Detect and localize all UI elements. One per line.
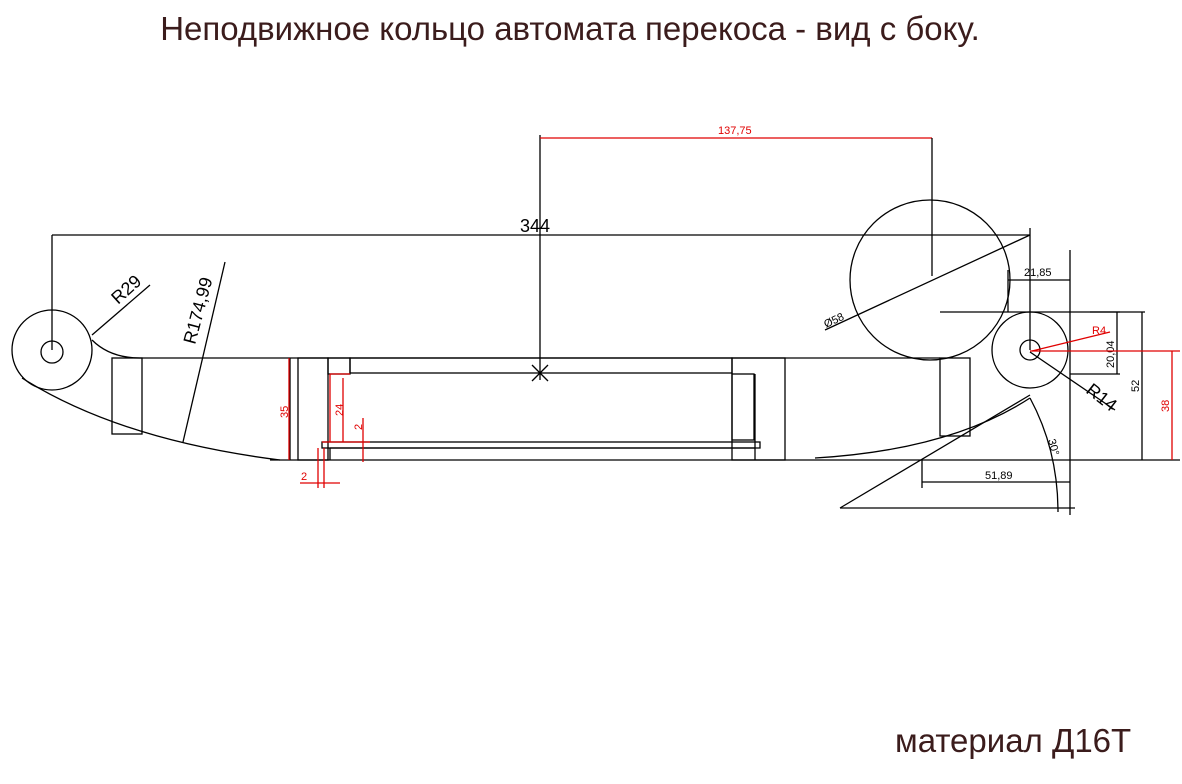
dim-ring-height: 35 <box>279 406 291 418</box>
dim-hole-radius: R4 <box>1092 325 1106 337</box>
right-lug <box>839 199 1075 515</box>
dim-hole-height: 38 <box>1160 400 1172 412</box>
dim-angle: 30° <box>1045 438 1061 457</box>
dim-overall-length: 344 <box>520 216 550 236</box>
dim-groove-width: 2 <box>301 471 307 483</box>
dim-groove-depth: 2 <box>353 424 365 430</box>
drawing-title: Неподвижное кольцо автомата перекоса - в… <box>160 10 980 47</box>
dim-total-height: 52 <box>1130 380 1142 392</box>
dim-angle-base: 51,89 <box>985 470 1013 482</box>
dim-lug-offset: 21,85 <box>1024 267 1052 279</box>
dim-lug-radius-right: R14 <box>1083 379 1121 415</box>
dim-arc-radius: R174,99 <box>180 275 217 346</box>
ring-body <box>111 357 1180 461</box>
dim-circle-diameter: Ø58 <box>822 311 846 331</box>
dim-center-offset: 137,75 <box>718 125 752 137</box>
dim-inner-height: 24 <box>334 404 346 416</box>
dim-lug-radius-left: R29 <box>107 271 145 308</box>
dim-lug-height: 20,04 <box>1105 340 1117 368</box>
material-label: материал Д16Т <box>895 722 1132 759</box>
